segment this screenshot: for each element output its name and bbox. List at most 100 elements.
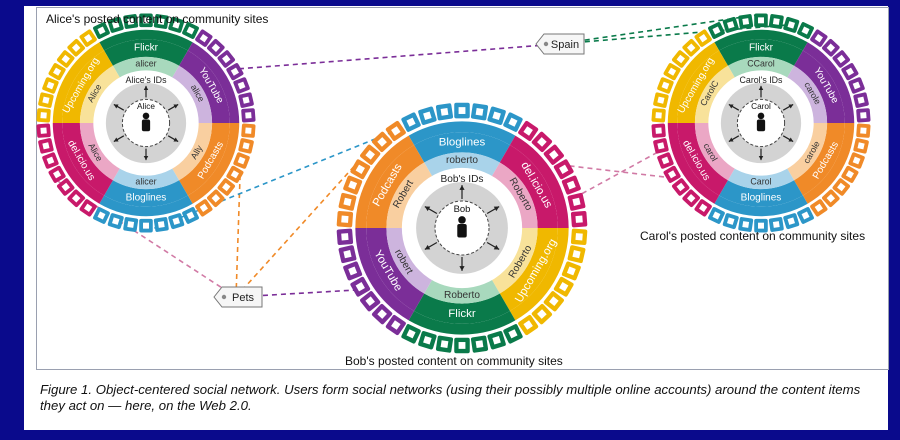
carol-content-glyph <box>742 221 750 228</box>
carol-content-glyph <box>845 67 854 76</box>
alice-site-name: Bloglines <box>126 193 167 204</box>
carol-content-glyph <box>727 217 735 225</box>
carol-bloglines-site-band <box>714 195 808 217</box>
bob-id-arrowhead <box>459 185 465 190</box>
bob-content-glyph <box>549 296 559 307</box>
carol-flickr-site-band <box>714 29 808 51</box>
tag-pets-shape <box>213 286 263 308</box>
bob-site-name: Flickr <box>448 308 476 320</box>
bob-content-glyph <box>572 197 581 206</box>
alice-content-glyph <box>186 211 195 220</box>
carol-content-glyph <box>837 182 846 192</box>
carol-content-glyph <box>814 34 823 43</box>
alice-user-name: Alice <box>137 102 155 111</box>
bob-content-glyph <box>492 335 501 345</box>
carol-youtube-site-segment <box>794 50 845 123</box>
bob-content-glyph <box>572 250 581 259</box>
bob-delicious-account-segment <box>491 162 538 228</box>
alice-content-glyph <box>230 170 239 179</box>
bob-upcomingorg-account-segment <box>491 228 538 294</box>
alice-ring: FlickralicerYouTubealicePodcastsAllyBlog… <box>36 13 256 233</box>
carol-podcasts-site-segment <box>794 123 845 196</box>
bob-delicious-site-segment <box>499 144 558 228</box>
carol-user-name: Carol <box>751 102 771 111</box>
alice-content-glyph <box>222 54 231 64</box>
alice-content-glyph <box>242 142 250 150</box>
alice-id-arrowhead <box>113 137 119 142</box>
alice-content-glyph <box>237 81 246 90</box>
bob-content-glyph <box>523 126 533 136</box>
carol-content-glyph <box>801 211 810 220</box>
alice-content-glyph <box>42 142 50 150</box>
carol-id-arrowhead <box>758 155 764 161</box>
bob-content-glyph <box>365 296 375 307</box>
bob-flickr-account-segment <box>424 279 500 304</box>
bob-content-glyph <box>492 111 501 121</box>
bob-id-arrowhead <box>424 244 431 250</box>
carol-content-glyph <box>699 203 708 212</box>
alice-flickr-site-segment <box>104 39 188 66</box>
carol-account-name: Carol <box>750 176 771 186</box>
bob-upcomingorg-site-band <box>509 228 569 321</box>
carol-content-glyph <box>661 81 670 90</box>
bob-content-glyph <box>348 266 358 276</box>
bob-ids-label: Bob's IDs <box>441 174 484 185</box>
carol-id-arrowhead <box>788 104 794 109</box>
bob-content-glyph <box>566 266 576 276</box>
alice-content-glyph <box>186 26 195 35</box>
link-tag-pets-alice-podcasts <box>235 177 241 298</box>
alice-id-arrowhead <box>173 104 179 109</box>
bob-site-name: Bloglines <box>439 136 486 148</box>
bob-content-glyph <box>458 107 466 114</box>
carol-content-glyph <box>814 203 823 212</box>
bob-content-glyph <box>377 137 387 147</box>
bob-content-glyph <box>391 126 401 136</box>
alice-content-glyph <box>40 112 47 119</box>
alice-content-glyph <box>242 96 250 104</box>
bob-account-name: roberto <box>446 155 478 166</box>
alice-youtube-site-band <box>187 42 240 123</box>
carol-content-glyph <box>787 21 795 29</box>
carol-content-glyph <box>857 142 865 150</box>
carol-content-glyph <box>826 43 836 52</box>
link-tag-spain-carol-flickr <box>557 13 762 45</box>
alice-id-arrowhead <box>143 155 149 161</box>
alice-content-glyph <box>211 194 221 203</box>
carol-id-arrowhead <box>758 85 764 91</box>
carol-id-arrowhead <box>788 137 794 142</box>
carol-person-body <box>756 119 766 132</box>
bob-content-glyph <box>406 117 416 127</box>
alice-content-glyph <box>211 43 221 52</box>
alice-content-glyph <box>112 21 120 29</box>
carol-id-arrowhead <box>728 104 734 109</box>
alice-content-glyph <box>230 67 239 76</box>
carol-youtube-site-band <box>802 42 855 123</box>
alice-delicious-site-segment <box>62 123 113 196</box>
carol-content-glyph <box>758 17 764 24</box>
ring-layer: FlickralicerYouTubealicePodcastsAllyBlog… <box>36 13 871 354</box>
tag-pets-label: Pets <box>232 292 255 304</box>
alice-upcomingorg-site-band <box>52 42 105 123</box>
carol-content-glyph <box>668 170 677 179</box>
carol-content-glyph <box>845 170 854 179</box>
alice-bloglines-site-band <box>99 195 193 217</box>
bob-content-glyph <box>537 137 547 147</box>
bob-content-glyph <box>523 320 533 330</box>
carol-content-glyph <box>826 194 836 203</box>
bob-content-glyph <box>475 340 484 349</box>
bob-bloglines-site-segment <box>414 132 510 163</box>
bob-content-glyph <box>355 164 365 174</box>
bob-content-glyph <box>365 149 375 160</box>
alice-youtube-account-segment <box>171 65 213 123</box>
carol-content-glyph <box>655 127 662 134</box>
alice-content-glyph <box>97 211 106 220</box>
alice-upcomingorg-site-segment <box>62 50 113 123</box>
bob-content-glyph <box>355 282 365 292</box>
alice-person-icon <box>142 112 150 120</box>
carol-panel-label: Carol's posted content on community site… <box>640 229 866 243</box>
alice-content-glyph <box>127 221 135 228</box>
alice-ids-divider <box>93 70 199 176</box>
carol-content-glyph <box>727 21 735 29</box>
alice-ids-label: Alice's IDs <box>125 75 167 85</box>
